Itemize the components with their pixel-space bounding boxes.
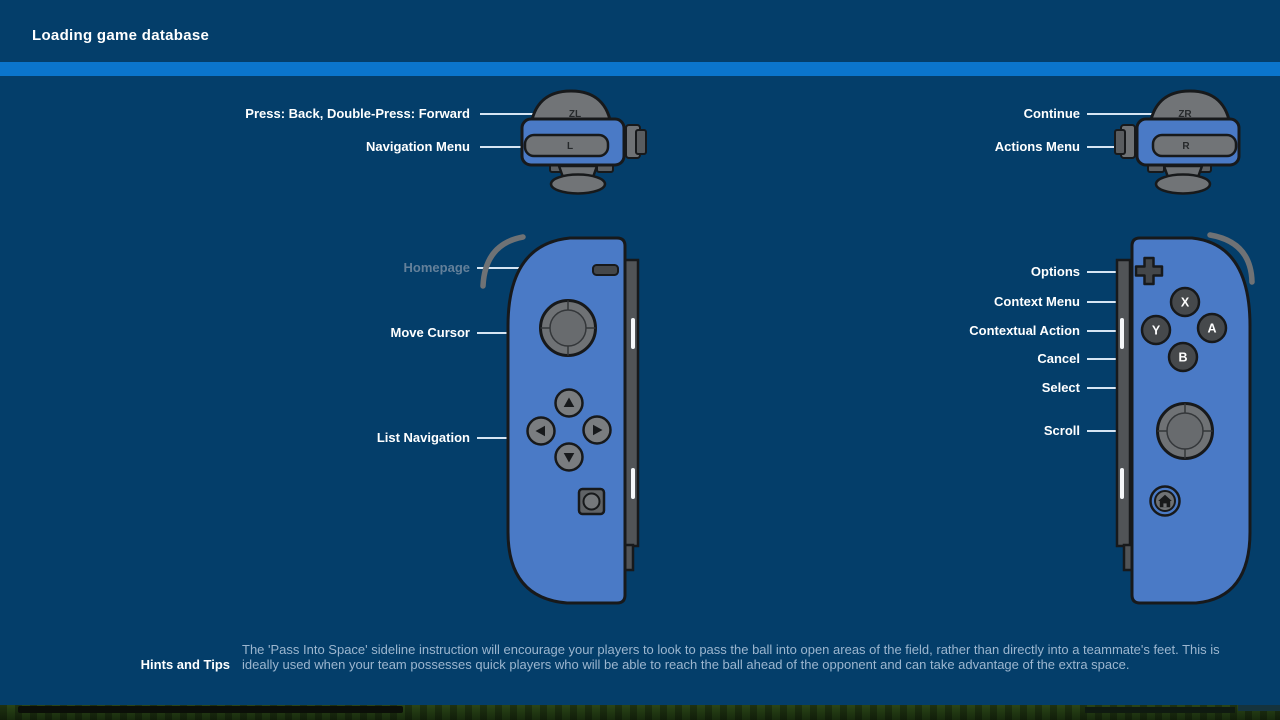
dpad-down-icon: [563, 453, 575, 463]
right-analog-stick: [1156, 402, 1214, 460]
field-dark-board: [18, 706, 403, 713]
right-trigger-illustration: ZR R: [1114, 89, 1241, 195]
x-button: X: [1169, 286, 1201, 318]
label-b-action: Cancel: [1037, 351, 1080, 366]
rail-notch: [631, 468, 635, 499]
left-joycon-rail: [623, 258, 640, 548]
r-button: [1151, 133, 1238, 158]
y-button: Y: [1140, 314, 1172, 346]
label-r-action: Actions Menu: [994, 139, 1080, 154]
rail-notch: [631, 318, 635, 349]
l-button-text: L: [567, 141, 573, 152]
header-bar: [0, 0, 1280, 62]
l-button: [523, 133, 610, 158]
minus-button-icon: [592, 264, 619, 276]
label-left-stick-action: Move Cursor: [390, 325, 470, 340]
dpad-left-icon: [535, 425, 545, 437]
hints-body-text: The 'Pass Into Space' sideline instructi…: [242, 642, 1220, 672]
field-dark-patch: [1085, 707, 1235, 713]
plus-button-icon: [1134, 256, 1164, 286]
zr-button-text: ZR: [1178, 109, 1192, 120]
right-joycon-rail: [1115, 258, 1132, 548]
dpad-right-icon: [593, 424, 603, 436]
y-button-text: Y: [1152, 324, 1161, 338]
left-joycon-illustration: [480, 234, 640, 605]
home-button-icon: [1149, 485, 1181, 517]
label-a-action: Select: [1041, 380, 1080, 395]
hints-title: Hints and Tips: [140, 657, 230, 672]
capture-button-icon: [577, 487, 606, 516]
callout-line-zr: [1087, 113, 1160, 115]
label-minus-action: Homepage: [403, 260, 470, 275]
r-button-text: R: [1182, 141, 1190, 152]
b-button-text: B: [1178, 351, 1187, 365]
b-button: B: [1167, 341, 1199, 373]
callout-line-dpad: [477, 437, 526, 439]
label-right-stick-action: Scroll: [1043, 423, 1080, 438]
label-zr-action: Continue: [1023, 106, 1080, 121]
a-button-text: A: [1207, 322, 1216, 336]
label-y-action: Contextual Action: [969, 323, 1080, 338]
callout-line-y: [1087, 330, 1141, 332]
x-button-text: X: [1181, 296, 1190, 310]
loading-progress-bar: [0, 62, 1280, 76]
rail-notch: [1120, 318, 1124, 349]
label-x-action: Context Menu: [994, 294, 1080, 309]
callout-line-l: [480, 146, 552, 148]
label-zl-action: Press: Back, Double-Press: Forward: [245, 106, 470, 121]
label-plus-action: Options: [1030, 264, 1080, 279]
left-trigger-illustration: ZL L: [520, 89, 647, 195]
zl-button-text: ZL: [569, 109, 581, 120]
rail-notch: [1120, 468, 1124, 499]
callout-line-zl: [480, 113, 553, 115]
loading-status-text: Loading game database: [32, 27, 210, 44]
dpad-up-icon: [563, 397, 575, 407]
dpad: [526, 388, 612, 472]
label-dpad-action: List Navigation: [376, 430, 470, 445]
left-analog-stick: [539, 299, 597, 357]
callout-line-plus: [1087, 271, 1136, 273]
field-teal-patch: [1238, 705, 1280, 711]
a-button: A: [1196, 312, 1228, 344]
right-joycon-illustration: X Y A B: [1115, 232, 1255, 605]
label-l-action: Navigation Menu: [365, 139, 470, 154]
